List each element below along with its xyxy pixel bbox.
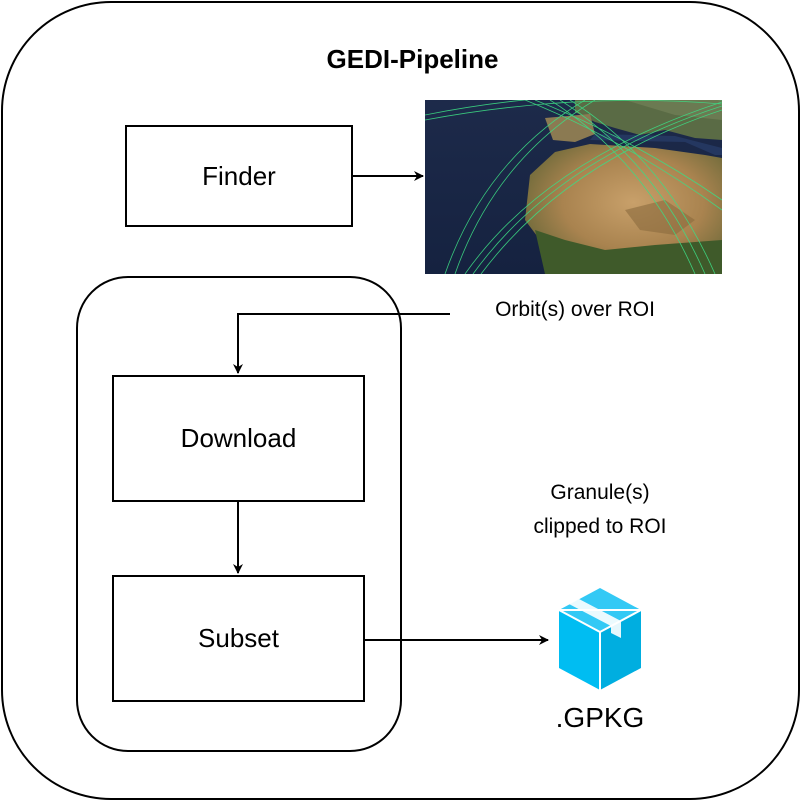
orbits-label: Orbit(s) over ROI: [495, 298, 655, 321]
download-node: Download: [112, 375, 365, 502]
orbits-to-download-arrow: [233, 313, 450, 374]
finder-node: Finder: [125, 125, 353, 227]
diagram-title: GEDI-Pipeline: [326, 44, 499, 74]
granules-label: Granule(s) clipped to ROI: [533, 481, 667, 538]
package-box-icon: [558, 588, 642, 690]
subset-label: Subset: [198, 623, 279, 653]
processing-group: [76, 276, 402, 752]
finder-label: Finder: [202, 160, 276, 191]
subset-node: Subset: [112, 575, 365, 702]
satellite-map-icon: [425, 100, 722, 274]
gpkg-label: .GPKG: [555, 702, 645, 733]
download-label: Download: [180, 423, 297, 453]
